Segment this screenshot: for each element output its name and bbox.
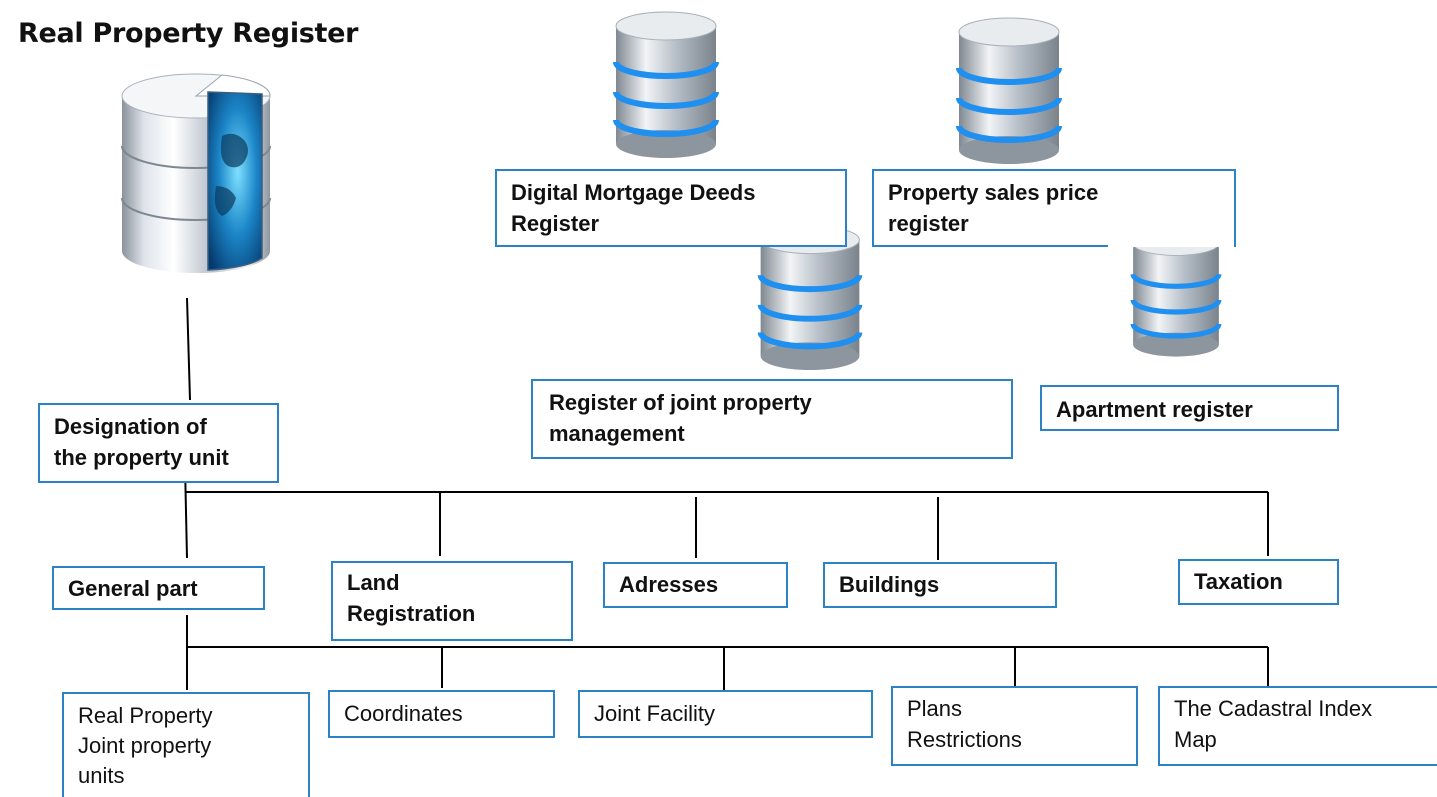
- database-icon-sales: [956, 17, 1062, 164]
- box-line: Buildings: [839, 572, 940, 597]
- box-line: Real Property: [78, 703, 213, 728]
- box-apartment-register: Apartment register: [1040, 385, 1339, 431]
- box-adresses: Adresses: [603, 562, 788, 608]
- page-title: Real Property Register: [18, 18, 359, 49]
- database-icon-joint: [757, 225, 863, 371]
- box-plans-restrictions: Plans Restrictions: [891, 686, 1138, 766]
- box-line: Land: [347, 570, 400, 595]
- box-taxation: Taxation: [1178, 559, 1339, 605]
- box-general-part: General part: [52, 566, 265, 610]
- database-icon-joint-overlap: [756, 222, 866, 249]
- box-line: The Cadastral Index: [1174, 696, 1373, 721]
- box-joint-register: Register of joint property management: [531, 379, 1013, 459]
- box-line: register: [888, 211, 969, 236]
- box-line: Map: [1174, 727, 1217, 752]
- box-sales-register: Property sales price register: [872, 169, 1236, 247]
- box-real-property: Real Property Joint property units: [62, 692, 310, 797]
- box-mortgage-register: Digital Mortgage Deeds Register: [495, 169, 847, 247]
- box-line: General part: [68, 576, 198, 601]
- box-line: Register: [511, 211, 600, 236]
- box-cadastral-index-map: The Cadastral Index Map: [1158, 686, 1437, 766]
- box-line: Plans: [907, 696, 963, 721]
- box-land-registration: Land Registration: [331, 561, 573, 641]
- box-line: Taxation: [1194, 569, 1283, 594]
- box-buildings: Buildings: [823, 562, 1057, 608]
- database-icon-mortgage: [613, 11, 719, 158]
- globe-database-icon: [121, 73, 271, 273]
- box-line: the property unit: [54, 445, 229, 470]
- box-line: Register of joint property: [549, 390, 812, 415]
- box-line: Coordinates: [344, 701, 463, 726]
- box-designation: Designation of the property unit: [38, 403, 279, 483]
- box-sales-bottom-border: [872, 245, 1108, 247]
- database-icon-apartment: [1130, 231, 1222, 357]
- box-line: units: [78, 763, 125, 788]
- connector-register-to-unit: [186, 297, 191, 401]
- box-line: Apartment register: [1056, 397, 1253, 422]
- box-line: management: [549, 421, 685, 446]
- box-line: Property sales price: [888, 180, 1099, 205]
- box-joint-facility: Joint Facility: [578, 690, 873, 738]
- box-line: Designation of: [54, 414, 207, 439]
- box-line: Joint property: [78, 733, 212, 758]
- box-coordinates: Coordinates: [328, 690, 555, 738]
- box-line: Restrictions: [907, 727, 1022, 752]
- box-line: Adresses: [619, 572, 719, 597]
- box-line: Joint Facility: [594, 701, 716, 726]
- box-line: Digital Mortgage Deeds: [511, 180, 756, 205]
- box-line: Registration: [347, 601, 476, 626]
